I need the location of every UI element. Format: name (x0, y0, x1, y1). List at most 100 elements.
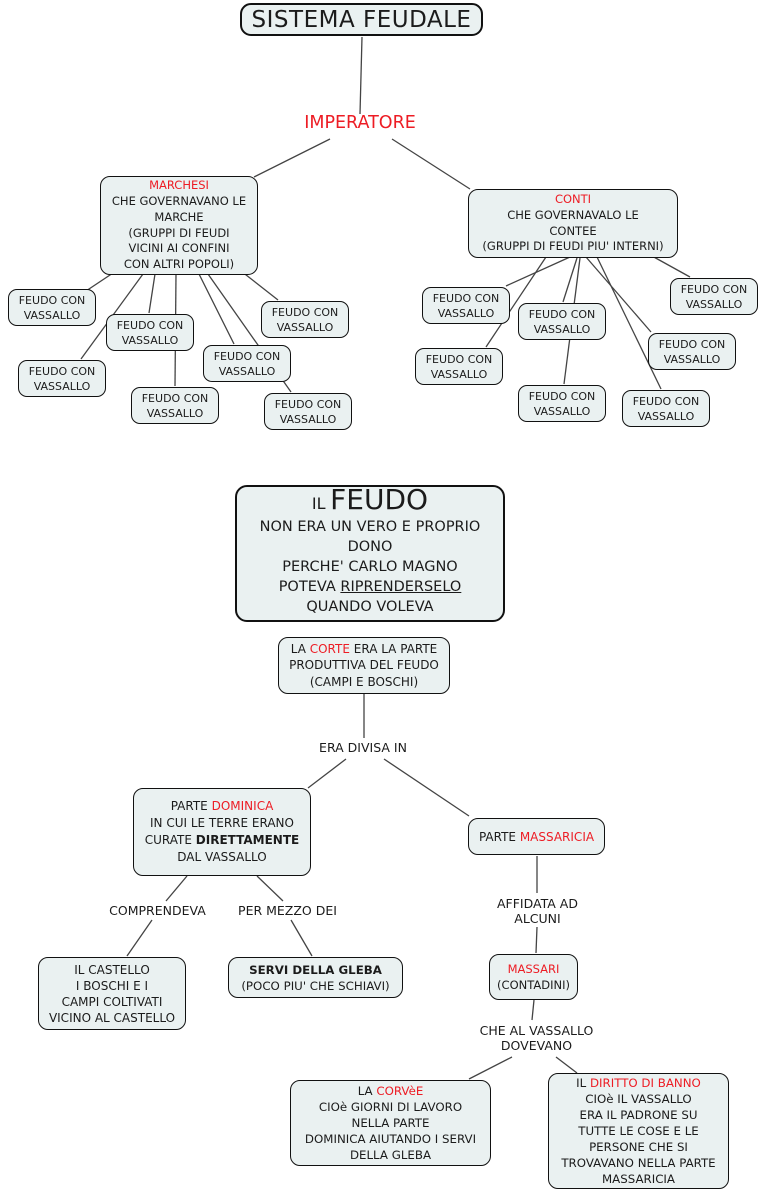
feudo-line2: VASSALLO (121, 333, 179, 347)
feudo-line1: FEUDO CON (18, 293, 86, 307)
title-node[interactable]: SISTEMA FEUDALE (240, 3, 483, 36)
dominica-line2: IN CUI LE TERRE ERANO (150, 816, 294, 830)
dominica-accent: DOMINICA (211, 799, 274, 813)
corte-node[interactable]: LA CORTE ERA LA PARTE PRODUTTIVA DEL FEU… (278, 637, 450, 694)
connector-line (256, 875, 284, 902)
feudo-node[interactable]: IL FEUDO NON ERA UN VERO E PROPRIO DONO … (235, 485, 505, 622)
connector-line (535, 926, 538, 954)
conti-line: (GRUPPI DI FEUDI PIU' INTERNI) (482, 239, 664, 254)
feudo-body-line: PERCHE' CARLO MAGNO (282, 559, 458, 575)
dominica-line3-bold: DIRETTAMENTE (195, 833, 300, 847)
feudo-line1: FEUDO CON (116, 318, 184, 332)
feudo-body-line: QUANDO VOLEVA (306, 599, 434, 615)
connector-line (651, 255, 691, 278)
corte-line2: PRODUTTIVA DEL FEUDO (289, 658, 439, 673)
corvee-line: DELLA GLEBA (349, 1148, 432, 1162)
connector-line (383, 758, 470, 817)
feudo-title-big: FEUDO (330, 483, 429, 516)
corvee-node[interactable]: LA CORVèE CIOè GIORNI DI LAVORO NELLA PA… (290, 1080, 491, 1166)
conti-line: CHE GOVERNAVALO LE (507, 207, 639, 222)
feudo-line2: VASSALLO (533, 322, 591, 336)
feudo-line2: VASSALLO (33, 379, 91, 393)
banno-line1: IL DIRITTO DI BANNO (576, 1075, 701, 1091)
feudo-line2: VASSALLO (218, 364, 276, 378)
corvee-accent: CORVèE (376, 1084, 424, 1098)
marchesi-line: (GRUPPI DI FEUDI (128, 225, 230, 240)
corte-pre: LA (290, 641, 306, 656)
massaricia-line: PARTE MASSARICIA (479, 830, 594, 844)
massari-accent: MASSARI (507, 962, 560, 976)
marchesi-node[interactable]: MARCHESI CHE GOVERNAVANO LE MARCHE (GRUP… (100, 176, 258, 275)
massaricia-accent: MASSARICIA (519, 829, 595, 844)
banno-line: ERA IL PADRONE SU (579, 1108, 698, 1122)
dominica-line4: DAL VASSALLO (177, 850, 267, 864)
imperatore-label[interactable]: IMPERATORE (288, 113, 432, 133)
feudo-line4-underlined: RIPRENDERSELO (340, 579, 462, 595)
per-mezzo-label[interactable]: PER MEZZO DEI (230, 903, 345, 918)
connector-line (585, 256, 652, 333)
feudo-line2: VASSALLO (437, 306, 495, 320)
corte-line1: LA CORTE ERA LA PARTE (291, 641, 438, 658)
marchesi-line: CHE GOVERNAVANO LE (111, 193, 247, 208)
banno-line: TROVAVANO NELLA PARTE (561, 1156, 716, 1170)
corvee-line1: LA CORVèE (358, 1083, 424, 1099)
era-divisa-label[interactable]: ERA DIVISA IN (293, 740, 433, 755)
per-mezzo-text: PER MEZZO DEI (238, 903, 337, 918)
feudo-line2: VASSALLO (146, 406, 204, 420)
banno-pre: IL (576, 1076, 587, 1090)
corvee-pre: LA (357, 1084, 373, 1098)
banno-accent: DIRITTO DI BANNO (589, 1076, 701, 1090)
connector-line (126, 919, 153, 957)
banno-line: PERSONE CHE SI (589, 1140, 688, 1154)
connector-line (531, 999, 535, 1021)
che-al-vassallo-label[interactable]: CHE AL VASSALLO DOVEVANO (468, 1023, 605, 1053)
marchesi-line: MARCHE (154, 209, 204, 224)
corte-post: ERA LA PARTE (353, 641, 438, 656)
castello-line: IL CASTELLO (74, 962, 150, 977)
feudo-body-line: NON ERA UN VERO E PROPRIO (259, 519, 481, 535)
dominica-node[interactable]: PARTE DOMINICA IN CUI LE TERRE ERANO CUR… (133, 788, 311, 876)
connector-line (391, 138, 471, 190)
affidata-line1: AFFIDATA AD (497, 896, 578, 911)
feudo-line2: VASSALLO (276, 320, 334, 334)
conti-line: CONTEE (549, 223, 597, 238)
affidata-label[interactable]: AFFIDATA AD ALCUNI (486, 896, 589, 926)
connector-line (555, 1056, 578, 1074)
banno-line: MASSARICIA (602, 1172, 675, 1186)
massari-line2: (CONTADINI) (497, 978, 570, 992)
massaricia-node[interactable]: PARTE MASSARICIA (468, 818, 605, 855)
feudo-line2: VASSALLO (23, 308, 81, 322)
connector-line (165, 875, 188, 902)
castello-node[interactable]: IL CASTELLO I BOSCHI E I CAMPI COLTIVATI… (38, 957, 186, 1030)
banno-node[interactable]: IL DIRITTO DI BANNO CIOè IL VASSALLO ERA… (548, 1073, 729, 1189)
conti-node[interactable]: CONTI CHE GOVERNAVALO LE CONTEE (GRUPPI … (468, 189, 678, 258)
connector-line (307, 758, 347, 789)
feudo-line2: VASSALLO (279, 412, 337, 426)
massari-node[interactable]: MASSARI (CONTADINI) (489, 954, 578, 1000)
corte-accent: CORTE (309, 641, 350, 656)
connector-line (198, 273, 235, 345)
servi-gleba-node[interactable]: SERVI DELLA GLEBA (POCO PIU' CHE SCHIAVI… (228, 957, 403, 998)
marchesi-line: CON ALTRI POPOLI) (123, 257, 235, 272)
connector-line (253, 138, 331, 178)
feudo-line1: FEUDO CON (213, 349, 281, 363)
feudo-title-small: IL (311, 494, 326, 513)
feudo-line1: FEUDO CON (141, 391, 209, 405)
comprendeva-label[interactable]: COMPRENDEVA (95, 903, 220, 918)
era-divisa-text: ERA DIVISA IN (319, 740, 407, 755)
connector-line (485, 256, 547, 348)
